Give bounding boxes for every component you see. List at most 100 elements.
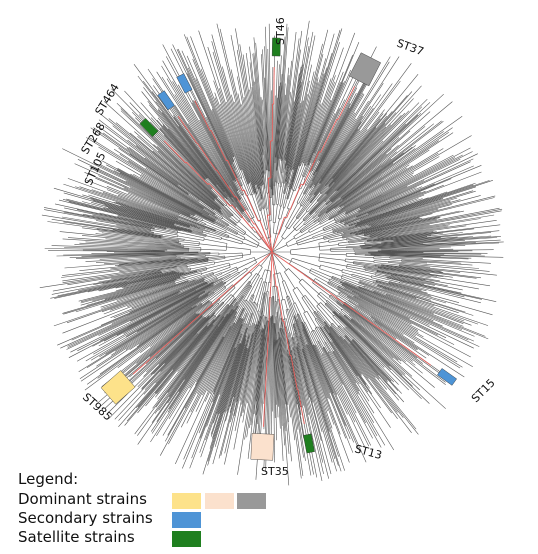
tree-branch (199, 244, 226, 247)
tree-arc (310, 212, 311, 213)
tree-arc (333, 231, 334, 233)
cluster-marker-st15 (437, 368, 456, 385)
tree-branch (275, 301, 276, 316)
tree-arc (303, 162, 305, 163)
tree-branch (374, 259, 402, 261)
tree-arc (213, 272, 214, 274)
tree-arc (256, 273, 259, 275)
tree-branch (297, 287, 304, 296)
tree-branch (382, 249, 405, 250)
tree-branch (273, 223, 274, 234)
tree-branch (275, 286, 276, 301)
tree-branch (261, 210, 266, 229)
tree-branch (320, 254, 347, 255)
tree-branch (286, 238, 295, 243)
tree-branch (242, 254, 250, 255)
tree-arc (304, 311, 307, 313)
tree-branch (348, 376, 394, 450)
tree-arc (326, 213, 327, 214)
tree-branch (291, 254, 320, 257)
tree-arc (221, 273, 222, 274)
tree-branch (237, 260, 255, 269)
tree-branch (374, 261, 389, 262)
tree-arc (333, 178, 334, 179)
tree-arc (226, 231, 227, 233)
tree-branch (213, 267, 230, 273)
tree-branch (265, 271, 268, 283)
tree-branch (317, 296, 325, 304)
tree-arc (205, 179, 206, 180)
tree-branch (331, 249, 354, 250)
tree-arc (286, 309, 289, 310)
tree-arc (278, 219, 281, 220)
tree-arc (253, 302, 256, 303)
tree-arc (241, 185, 243, 186)
tree-branch (278, 206, 280, 219)
tree-branch (254, 311, 257, 325)
tree-arc (294, 237, 296, 240)
tree-branch (184, 240, 199, 242)
tree-branch (254, 37, 262, 133)
tree-arc (209, 315, 210, 316)
tree-branch (239, 309, 244, 320)
tree-branch (233, 215, 239, 221)
tree-branch (206, 236, 221, 240)
tree-branch (274, 67, 275, 104)
tree-branch (201, 249, 226, 250)
tree-branch (345, 259, 374, 262)
tree-branch (382, 250, 412, 251)
tree-branch (281, 208, 284, 219)
tree-branch (345, 262, 353, 263)
tree-branch (227, 247, 251, 250)
tree-arc (244, 232, 246, 235)
tree-branch (328, 284, 338, 290)
tree-branch (181, 244, 199, 246)
tree-branch (267, 229, 269, 238)
tree-branch (280, 183, 284, 206)
tree-arc (293, 303, 295, 304)
tree-arc (313, 237, 314, 239)
cluster-label-st37: ST37 (395, 37, 425, 59)
tree-branch (274, 163, 275, 186)
tree-arc (337, 190, 338, 191)
tree-arc (330, 199, 331, 200)
tree-branch (265, 173, 267, 193)
tree-branch (271, 198, 272, 221)
tree-branch (268, 282, 269, 291)
tree-branch (184, 247, 201, 248)
tree-arc (304, 165, 305, 166)
tree-branch (175, 245, 184, 246)
tree-branch (390, 258, 411, 259)
tree-arc (207, 178, 208, 179)
tree-branch (302, 279, 319, 294)
tree-branch (319, 294, 327, 301)
tree-branch (277, 183, 279, 204)
tree-branch (305, 295, 318, 312)
tree-arc (289, 258, 292, 264)
tree-branch (270, 271, 271, 282)
cluster-label-st464: ST464 (93, 81, 122, 117)
cluster-marker-st37 (349, 53, 380, 86)
tree-branch (319, 257, 345, 260)
tree-branch (276, 170, 277, 182)
tree-branch (274, 186, 275, 205)
tree-arc (205, 224, 206, 225)
tree-arc (342, 270, 343, 273)
tree-branch (390, 257, 407, 258)
tree-branch (297, 238, 313, 244)
tree-branch (285, 229, 295, 239)
tree-arc (323, 237, 324, 240)
tree-branch (223, 295, 231, 303)
cluster-label-st268: ST268 (79, 120, 108, 156)
tree-arc (206, 268, 207, 270)
tree-arc (329, 217, 330, 218)
tree-arc (177, 231, 178, 233)
tree-branch (262, 270, 265, 279)
tree-branch (293, 290, 305, 312)
tree-branch (284, 272, 295, 289)
tree-branch (248, 210, 253, 218)
tree-branch (225, 255, 243, 257)
tree-branch (346, 246, 360, 247)
tree-arc (304, 323, 305, 324)
tree-branch (286, 319, 289, 333)
